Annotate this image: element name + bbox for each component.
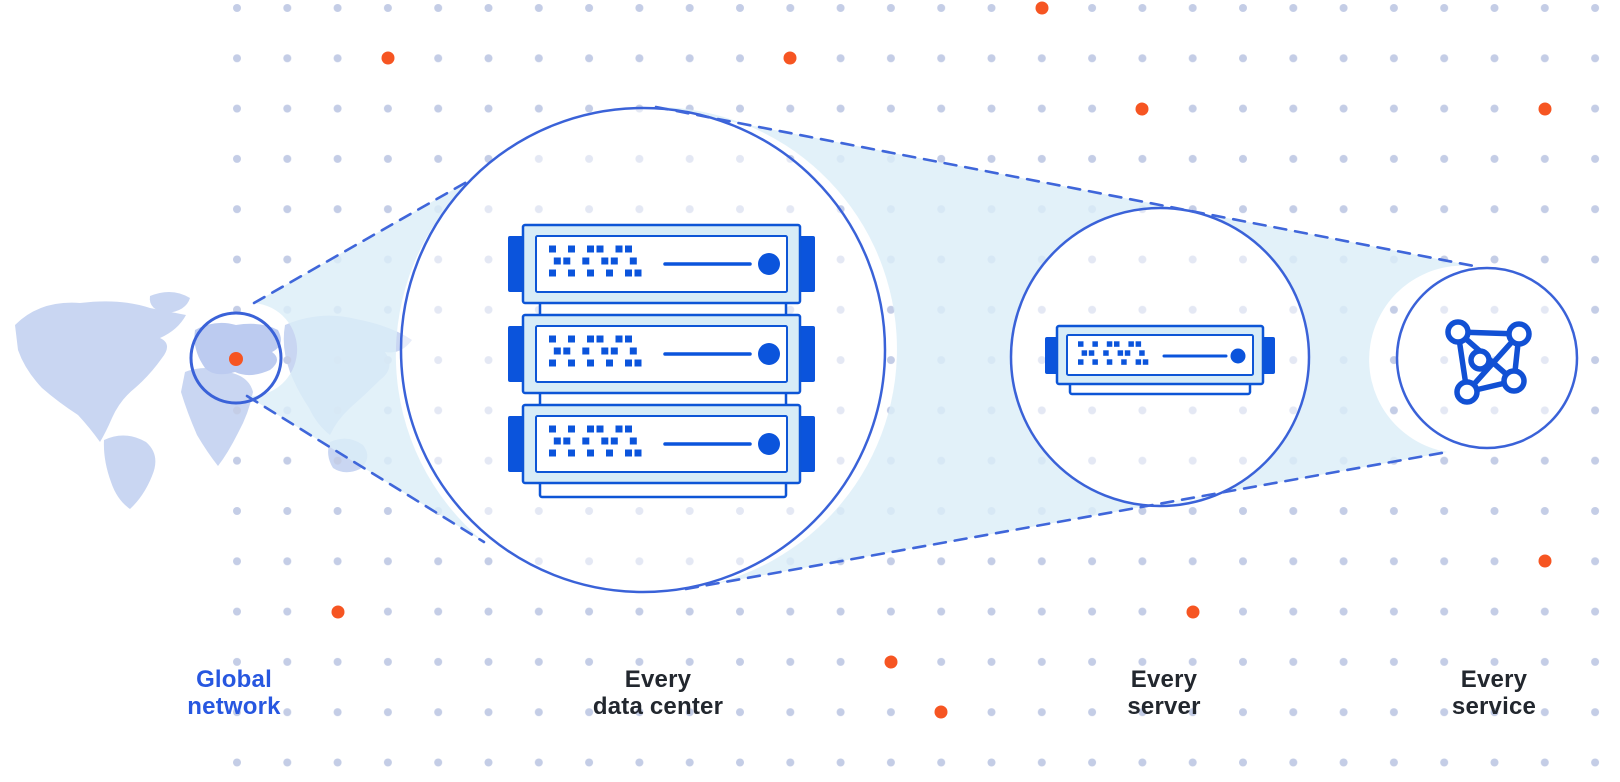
server-unit bbox=[508, 223, 815, 319]
label-every-service: Every service bbox=[1384, 666, 1604, 720]
label-line: Every bbox=[1130, 666, 1198, 693]
label-line: service bbox=[1451, 693, 1537, 720]
label-line: server bbox=[1127, 693, 1201, 720]
label-global-network: Global network bbox=[124, 666, 344, 720]
label-line: Global bbox=[196, 666, 272, 693]
location-dot bbox=[229, 352, 243, 366]
label-line: data center bbox=[592, 693, 724, 720]
server-icon bbox=[1045, 324, 1275, 396]
label-line: Every bbox=[1460, 666, 1528, 693]
label-line: network bbox=[187, 693, 281, 720]
label-every-data-center: Every data center bbox=[528, 666, 788, 720]
dashed-tangent-lines bbox=[245, 105, 1481, 591]
label-line: Every bbox=[624, 666, 692, 693]
network-mesh-icon bbox=[1445, 319, 1532, 405]
server-unit bbox=[508, 313, 815, 409]
server-rack-icon bbox=[508, 223, 815, 499]
label-every-server: Every server bbox=[1054, 666, 1274, 720]
orange-accent-dots bbox=[229, 1, 1552, 719]
server-unit bbox=[508, 403, 815, 499]
global-network-circle bbox=[189, 311, 283, 405]
